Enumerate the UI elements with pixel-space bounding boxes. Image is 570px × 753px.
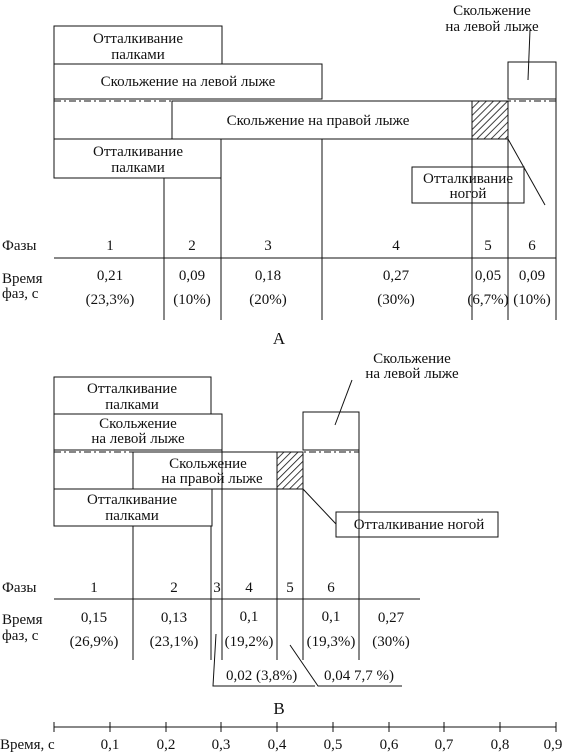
diagram-a-text: Отталкивание палками Скольжение на левой… bbox=[2, 3, 551, 348]
b-leg-push-hatch bbox=[276, 451, 304, 490]
axis-tick-label-4: 0,4 bbox=[268, 737, 287, 753]
a-time-label-line1: Время bbox=[2, 271, 43, 287]
b-leg-push-label: Отталкивание ногой bbox=[354, 517, 485, 533]
b-glide-right-line2: на правой лыже bbox=[161, 471, 263, 487]
a-percent-2: (10%) bbox=[173, 292, 211, 308]
a-phase-6: 6 bbox=[528, 238, 536, 254]
a-percent-4: (30%) bbox=[377, 292, 415, 308]
b-glide-left-right-line1: Скольжение bbox=[373, 351, 451, 367]
b-phase-2: 2 bbox=[170, 580, 178, 596]
b-leg-push-label-box bbox=[335, 511, 499, 538]
axis-tick-label-9: 0,9 bbox=[544, 737, 563, 753]
a-time-4: 0,27 bbox=[383, 268, 410, 284]
b-phase-6: 6 bbox=[327, 580, 335, 596]
b-pole-push-top-line2: палками bbox=[105, 397, 159, 413]
a-leg-push-label-box bbox=[411, 166, 525, 204]
b-percent-2: (23,1%) bbox=[150, 634, 199, 650]
b-time-4: 0,1 bbox=[240, 609, 259, 625]
a-percent-3: (20%) bbox=[249, 292, 287, 308]
a-time-label-line2: фаз, с bbox=[2, 286, 39, 302]
a-time-6: 0,09 bbox=[519, 268, 545, 284]
diagram-a bbox=[53, 25, 557, 320]
b-phases-label: Фазы bbox=[2, 580, 37, 596]
a-time-2: 0,09 bbox=[179, 268, 205, 284]
axis-tick-label-5: 0,5 bbox=[324, 737, 343, 753]
b-glide-left-right-box bbox=[302, 411, 360, 451]
b-leader-top bbox=[334, 379, 353, 426]
b-leader-leg bbox=[302, 488, 337, 525]
b-time-label-line2: фаз, с bbox=[2, 628, 39, 644]
a-pole-push-bottom-line2: палками bbox=[111, 160, 165, 176]
a-pole-push-bottom-line1: Отталкивание bbox=[93, 144, 183, 160]
axis-tick-label-6: 0,6 bbox=[380, 737, 399, 753]
b-note-bracket-3 bbox=[212, 633, 315, 687]
a-glide-left-right-line2: на левой лыже bbox=[445, 19, 539, 35]
b-phase-1: 1 bbox=[90, 580, 98, 596]
a-glide-left-right-box bbox=[507, 61, 557, 100]
b-glide-left-line1: Скольжение bbox=[99, 416, 177, 432]
a-glide-right-label: Скольжение на правой лыже bbox=[227, 113, 410, 129]
axis-tick-label-2: 0,2 bbox=[157, 737, 176, 753]
a-title: А bbox=[273, 329, 286, 348]
b-note-phase5: 0,04 7,7 %) bbox=[324, 668, 394, 684]
a-phase-1: 1 bbox=[106, 238, 114, 254]
a-phase-5: 5 bbox=[484, 238, 492, 254]
b-percent-total: (30%) bbox=[372, 634, 410, 650]
b-phase-5: 5 bbox=[286, 580, 294, 596]
a-phase-3: 3 bbox=[264, 238, 272, 254]
axis-label: Время, с bbox=[0, 737, 55, 753]
a-leg-push-line1: Отталкивание bbox=[423, 171, 513, 187]
a-time-5: 0,05 bbox=[475, 268, 501, 284]
a-phase-2: 2 bbox=[188, 238, 196, 254]
a-glide-left-right-line1: Скольжение bbox=[453, 3, 531, 19]
time-axis-labels: Время, с 0,1 0,2 0,3 0,4 0,5 0,6 0,7 0,8… bbox=[0, 737, 562, 753]
b-time-1: 0,15 bbox=[81, 610, 107, 626]
a-percent-6: (10%) bbox=[513, 292, 551, 308]
a-leg-push-line2: ногой bbox=[450, 186, 487, 202]
a-time-1: 0,21 bbox=[97, 268, 123, 284]
b-time-label-line1: Время bbox=[2, 612, 43, 628]
a-leader-top bbox=[527, 29, 531, 81]
a-time-3: 0,18 bbox=[255, 268, 281, 284]
b-percent-1: (26,9%) bbox=[70, 634, 119, 650]
b-phase-3: 3 bbox=[213, 580, 221, 596]
b-percent-4: (19,2%) bbox=[225, 634, 274, 650]
b-time-6: 0,1 bbox=[322, 609, 341, 625]
b-pole-push-bottom-line1: Отталкивание bbox=[87, 492, 177, 508]
b-note-phase3: 0,02 (3,8%) bbox=[226, 668, 297, 684]
b-percent-6: (19,3%) bbox=[307, 634, 356, 650]
b-time-total: 0,27 bbox=[378, 610, 405, 626]
b-note-bracket-5 bbox=[289, 644, 402, 687]
b-glide-left-right-line2: на левой лыже bbox=[365, 366, 459, 382]
a-pole-push-top-line2: палками bbox=[111, 47, 165, 63]
a-leader-leg bbox=[507, 138, 546, 206]
a-phase-4: 4 bbox=[392, 238, 400, 254]
a-pole-push-top-line1: Отталкивание bbox=[93, 31, 183, 47]
time-axis bbox=[53, 722, 557, 732]
a-percent-1: (23,3%) bbox=[86, 292, 135, 308]
b-phase-4: 4 bbox=[245, 580, 253, 596]
b-glide-left-line2: на левой лыже bbox=[91, 431, 185, 447]
a-leg-push-hatch bbox=[471, 100, 509, 140]
axis-tick-label-7: 0,7 bbox=[435, 737, 454, 753]
b-title: В bbox=[273, 699, 284, 718]
b-pole-push-top-line1: Отталкивание bbox=[87, 381, 177, 397]
axis-tick-label-3: 0,3 bbox=[212, 737, 231, 753]
b-pole-push-bottom-line2: палками bbox=[105, 508, 159, 524]
diagram-b-text: Скольжение на левой лыже Отталкивание па… bbox=[2, 351, 484, 718]
b-time-2: 0,13 bbox=[161, 610, 187, 626]
a-percent-5: (6,7%) bbox=[467, 292, 508, 308]
a-glide-left-label: Скольжение на левой лыже bbox=[101, 74, 276, 90]
diagram-b bbox=[53, 376, 499, 687]
b-glide-right-line1: Скольжение bbox=[169, 456, 247, 472]
axis-tick-label-8: 0,8 bbox=[491, 737, 510, 753]
axis-tick-label-1: 0,1 bbox=[101, 737, 120, 753]
a-phases-label: Фазы bbox=[2, 238, 37, 254]
